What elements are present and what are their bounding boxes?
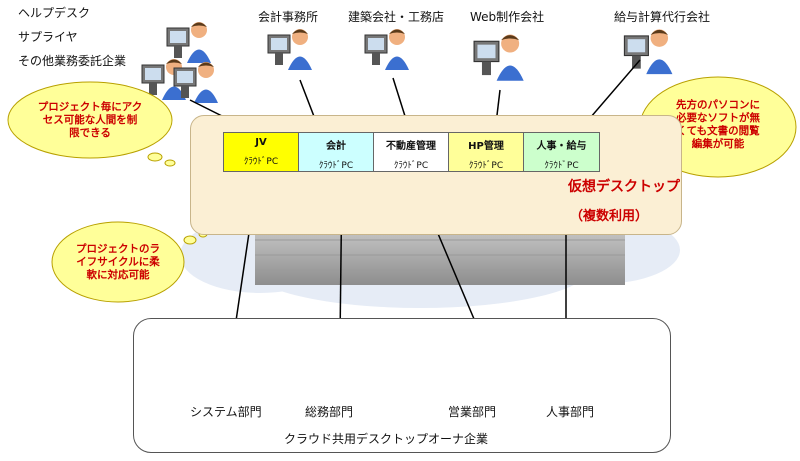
- dept-label-system: システム部門: [190, 405, 262, 419]
- cloud-pc-name: 会計: [326, 141, 346, 152]
- person-icon: [166, 21, 212, 64]
- cloud-pc-row: JV ｸﾗｳﾄﾞPC 会計 ｸﾗｳﾄﾞPC 不動産管理 ｸﾗｳﾄﾞPC HP管理…: [223, 132, 600, 172]
- server-cloud: [180, 216, 680, 308]
- cloud-pc-suffix: ｸﾗｳﾄﾞPC: [544, 161, 579, 171]
- cloud-pc-real-estate[interactable]: 不動産管理 ｸﾗｳﾄﾞPC: [374, 133, 449, 171]
- cloud-pc-suffix: ｸﾗｳﾄﾞPC: [318, 161, 354, 171]
- external-label-supplier: サプライヤ: [18, 30, 78, 44]
- external-label-helpdesk: ヘルプデスク: [18, 6, 91, 20]
- cloud-text-lifecycle: プロジェクトのラ イフサイクルに柔 軟に対応可能: [76, 243, 160, 281]
- external-label-contractors: その他業務委託企業: [18, 54, 127, 68]
- cloud-pc-name: JV: [255, 137, 267, 148]
- dept-label-hr: 人事部門: [546, 405, 595, 419]
- owner-label: クラウド共用デスクトップオーナ企業: [284, 432, 489, 446]
- person-icon: [364, 28, 410, 71]
- person-icon: [473, 33, 525, 82]
- external-label-payroll: 給与計算代行会社: [614, 10, 711, 24]
- cloud-callout-left-top: [7, 81, 176, 167]
- owner-enterprise-box: [133, 318, 671, 453]
- virtual-desktop-subtitle: （複数利用）: [570, 209, 649, 224]
- cloud-pc-accounting[interactable]: 会計 ｸﾗｳﾄﾞPC: [299, 133, 374, 171]
- cloud-pc-suffix: ｸﾗｳﾄﾞPC: [243, 157, 279, 167]
- dept-label-sales: 営業部門: [448, 405, 497, 419]
- cloud-pc-name: 人事・給与: [536, 141, 587, 152]
- person-icon: [267, 28, 313, 71]
- external-label-accounting: 会計事務所: [258, 10, 319, 24]
- cloud-pc-suffix: ｸﾗｳﾄﾞPC: [393, 161, 429, 171]
- cloud-pc-suffix: ｸﾗｳﾄﾞPC: [468, 161, 504, 171]
- cloud-pc-name: HP管理: [468, 141, 504, 152]
- cloud-text-no-software: 先方のパソコンに 必要なソフトが無 くても文書の閲覧 編集が可能: [676, 99, 760, 150]
- dept-label-general-affairs: 総務部門: [305, 405, 354, 419]
- cloud-pc-hp[interactable]: HP管理 ｸﾗｳﾄﾞPC: [449, 133, 524, 171]
- external-label-construction: 建築会社・工務店: [348, 10, 445, 24]
- cloud-callout-left-bottom: [51, 221, 208, 303]
- cloud-pc-hr[interactable]: 人事・給与 ｸﾗｳﾄﾞPC: [524, 133, 599, 171]
- cloud-text-access-control: プロジェクト毎にアク セス可能な人間を制 限できる: [37, 101, 143, 139]
- cloud-pc-name: 不動産管理: [386, 141, 436, 152]
- person-icon: [623, 28, 673, 75]
- virtual-desktop-title: 仮想デスクトップ: [568, 179, 680, 195]
- external-label-webdesign: Web制作会社: [470, 10, 545, 24]
- cloud-pc-jv[interactable]: JV ｸﾗｳﾄﾞPC: [224, 133, 299, 171]
